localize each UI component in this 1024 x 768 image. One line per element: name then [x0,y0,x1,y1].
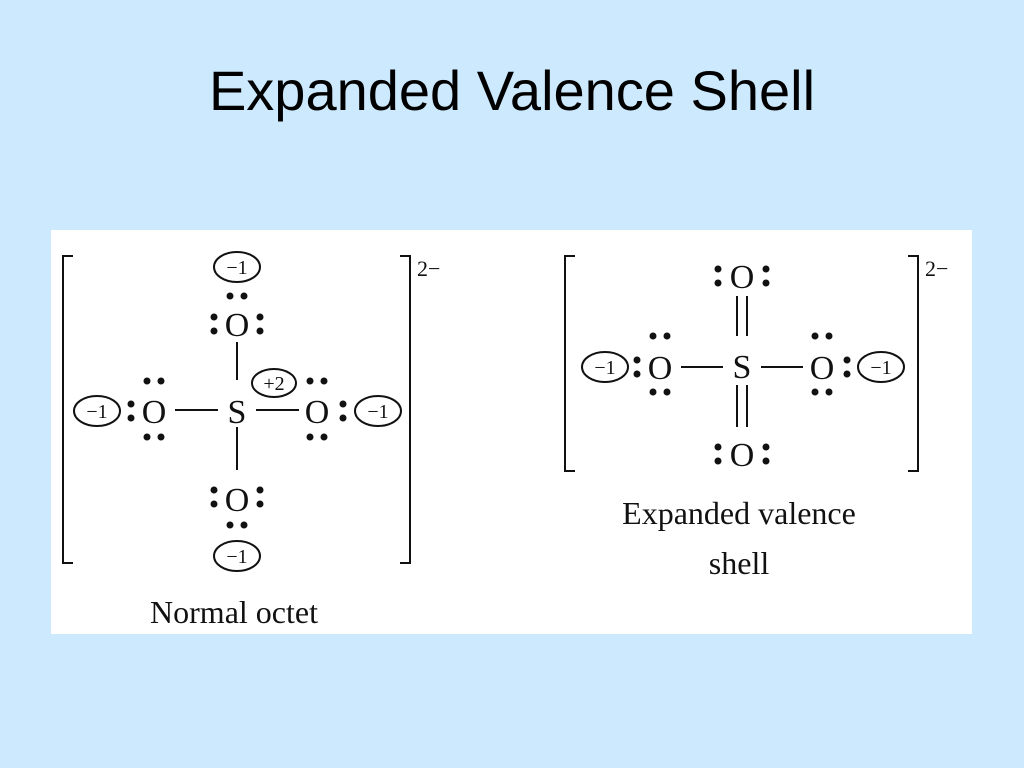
normal-right-o: O [305,394,330,431]
expanded-right-o-lone-pairs [811,332,851,396]
expanded-left-o-lone-pairs [633,332,671,396]
normal-left-o-charge: −1 [86,401,107,423]
expanded-caption-line1: Expanded valence [622,495,856,531]
expanded-top-o-lone-pairs [714,265,770,287]
normal-bottom-o: O [225,482,250,519]
normal-left-o-charge-ring [73,395,121,427]
expanded-bottom-o-lone-pairs [714,443,770,465]
expanded-left-o-charge: −1 [594,357,615,379]
expanded-bottom-o: O [730,437,755,474]
expanded-caption-line2: shell [709,545,770,581]
normal-bottom-o-charge-ring [213,540,261,572]
normal-octet-caption: Normal octet [150,594,318,630]
normal-left-o-lone-pairs [127,377,165,441]
expanded-left-o-charge-ring [581,351,629,383]
expanded-right-o-charge-ring [857,351,905,383]
expanded-right-o: O [810,350,835,387]
normal-ion-charge: 2− [417,256,440,281]
normal-right-o-charge: −1 [367,401,388,423]
normal-top-o-charge-ring [213,251,261,283]
normal-top-o: O [225,307,250,344]
normal-right-o-charge-ring [354,395,402,427]
expanded-right-o-charge: −1 [870,357,891,379]
left-bracket-close [400,255,411,564]
expanded-shell-structure: 2− S O −1 O [564,255,948,581]
normal-central-charge-ring [251,368,297,398]
normal-bottom-o-lone-pairs [210,486,264,529]
normal-top-o-lone-pairs [210,292,264,335]
normal-octet-structure: 2− S +2 −1 O −1 O [62,251,440,630]
normal-central-atom: S [228,394,247,431]
slide-title: Expanded Valence Shell [208,59,816,122]
lewis-structures-svg: 2− S +2 −1 O −1 O [62,251,948,630]
normal-bottom-o-charge: −1 [226,546,247,568]
expanded-ion-charge: 2− [925,256,948,281]
normal-right-o-lone-pairs [306,377,347,441]
expanded-left-o: O [648,350,673,387]
normal-top-o-charge: −1 [226,257,247,279]
right-bracket-close [908,255,919,472]
normal-left-o: O [142,394,167,431]
expanded-top-o: O [730,259,755,296]
expanded-central-atom: S [733,349,752,386]
left-bracket-open [62,255,73,564]
lewis-structure-figure: 2− S +2 −1 O −1 O [51,230,972,634]
normal-central-charge: +2 [263,373,284,395]
right-bracket-open [564,255,575,472]
